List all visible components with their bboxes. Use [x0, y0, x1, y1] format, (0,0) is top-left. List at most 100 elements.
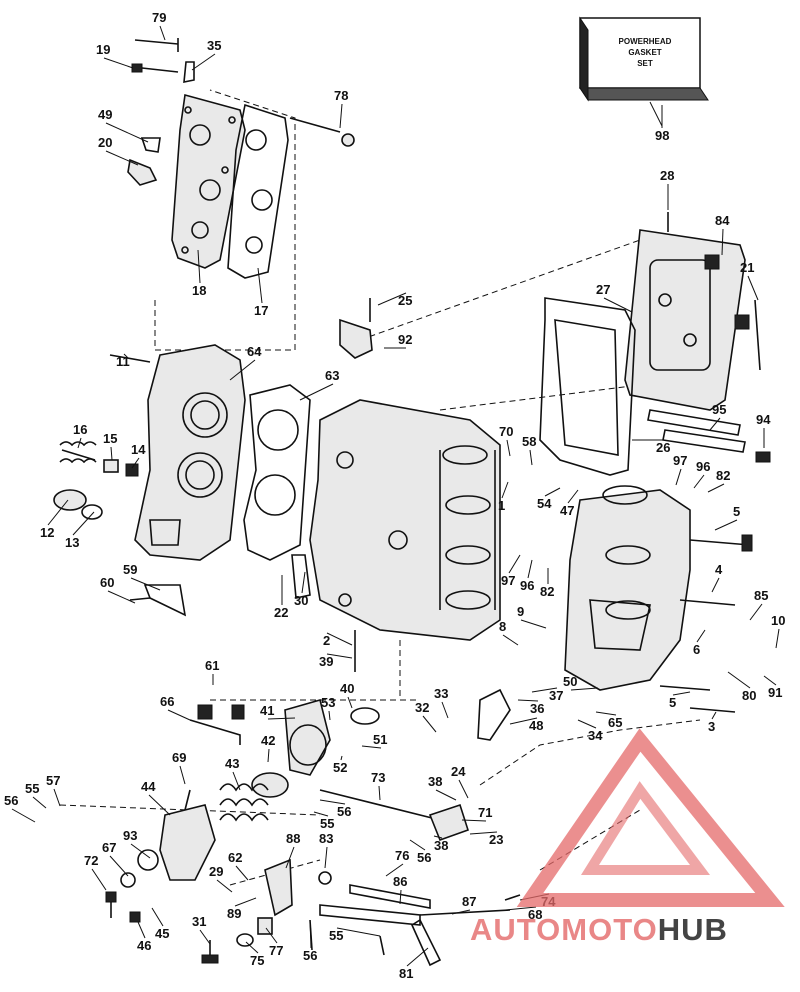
callout-leader-line	[319, 799, 346, 805]
part-number-label: 40	[340, 681, 354, 696]
part-number-label: 20	[98, 135, 112, 150]
callout-leader-line	[229, 359, 256, 381]
callout-leader-line	[506, 439, 511, 457]
part-number-label: 87	[462, 894, 476, 909]
watermark-text-hub: HUB	[658, 912, 728, 947]
callout-leader-line	[347, 696, 353, 709]
callout-leader-line	[197, 249, 201, 284]
gasket-box-line-3: SET	[637, 59, 653, 68]
callout-leader-line	[441, 701, 449, 719]
callout-leader-line	[199, 929, 211, 945]
tubes-95	[647, 409, 771, 463]
callout-leader-line	[527, 559, 533, 579]
watermark: AUTOMOTOHUB	[470, 728, 785, 947]
callout-leader-line	[130, 577, 161, 591]
part-number-label: 51	[373, 732, 387, 747]
part-number-label: 57	[46, 773, 60, 788]
callout-leader-line	[469, 831, 498, 835]
part-number-label: 80	[742, 688, 756, 703]
callout-leader-line	[711, 711, 717, 720]
callout-leader-line	[672, 691, 691, 696]
callout-leader-line	[378, 785, 381, 801]
linkage-parts	[105, 554, 521, 967]
part-number-label: 56	[337, 804, 351, 819]
watermark-logo-icon	[516, 728, 785, 907]
part-number-label: 53	[321, 695, 335, 710]
part-number-label: 4	[715, 562, 723, 577]
callout-leader-line	[137, 921, 146, 939]
part-number-label: 82	[716, 468, 730, 483]
callout-leader-line	[505, 906, 537, 911]
callout-leader-line	[570, 687, 599, 691]
callout-leader-line	[123, 353, 129, 359]
part-number-label: 37	[549, 688, 563, 703]
gasket-box-line-1: POWERHEAD	[619, 37, 672, 46]
part-number-label: 11	[116, 354, 130, 369]
part-number-label: 31	[192, 914, 206, 929]
part-number-label: 16	[73, 422, 87, 437]
part-number-label: 56	[417, 850, 431, 865]
callout-leader-line	[675, 468, 682, 486]
callout-leader-line	[406, 947, 429, 967]
part-number-label: 88	[286, 831, 300, 846]
part-number-label: 60	[100, 575, 114, 590]
callout-leader-line	[763, 675, 777, 686]
callout-leader-line	[167, 709, 191, 721]
callout-leader-line	[721, 228, 724, 256]
part-number-label: 79	[152, 10, 166, 25]
callout-leader-line	[435, 789, 457, 801]
part-number-label: 30	[294, 593, 308, 608]
callout-leader-line	[309, 919, 312, 949]
callout-leader-line	[234, 897, 257, 907]
callout-leader-line	[105, 150, 139, 166]
thermostat-parts	[53, 354, 151, 520]
head-gasket	[243, 384, 311, 561]
part-number-label: 18	[192, 283, 206, 298]
part-number-label: 38	[428, 774, 442, 789]
part-number-label: 12	[40, 525, 54, 540]
callout-leader-line	[77, 437, 82, 449]
part-number-label: 50	[563, 674, 577, 689]
part-number-label: 84	[715, 213, 730, 228]
callout-leader-line	[151, 907, 164, 927]
callout-leader-line	[693, 474, 705, 489]
part-number-label: 38	[434, 838, 448, 853]
callout-leader-line	[399, 889, 402, 905]
part-number-label: 17	[254, 303, 268, 318]
part-number-label: 3	[708, 719, 715, 734]
callout-leader-line	[385, 863, 404, 877]
gasket-set-box: POWERHEAD GASKET SET	[579, 16, 709, 102]
part-number-label: 95	[712, 402, 726, 417]
part-number-label: 62	[228, 850, 242, 865]
callout-leader-line	[110, 446, 113, 461]
crankcase-block	[309, 298, 501, 641]
part-number-label: 94	[756, 412, 771, 427]
part-number-label: 64	[247, 344, 262, 359]
callout-leader-line	[257, 267, 263, 304]
callout-leader-line	[727, 671, 751, 689]
part-number-label: 14	[131, 442, 146, 457]
callout-leader-line	[517, 699, 539, 702]
part-number-label: 63	[325, 368, 339, 383]
callout-leader-line	[595, 711, 617, 716]
part-number-label: 93	[123, 828, 137, 843]
callout-leader-line	[267, 748, 270, 763]
part-number-label: 47	[560, 503, 574, 518]
part-number-label: 33	[434, 686, 448, 701]
callout-leader-line	[775, 628, 780, 649]
callout-leader-line	[577, 719, 597, 729]
part-number-label: 34	[588, 728, 603, 743]
callout-leader-line	[361, 745, 382, 749]
callout-leader-line	[191, 53, 216, 71]
callout-leader-line	[531, 687, 558, 693]
part-number-label: 56	[4, 793, 18, 808]
part-number-label: 96	[520, 578, 534, 593]
callout-leader-line	[53, 788, 61, 807]
part-number-label: 73	[371, 770, 385, 785]
callout-leader-line	[336, 927, 381, 937]
callout-leader-line	[235, 865, 249, 881]
callout-leader-line	[179, 765, 186, 785]
part-number-label: 61	[205, 658, 219, 673]
callout-leader-line	[72, 511, 95, 536]
